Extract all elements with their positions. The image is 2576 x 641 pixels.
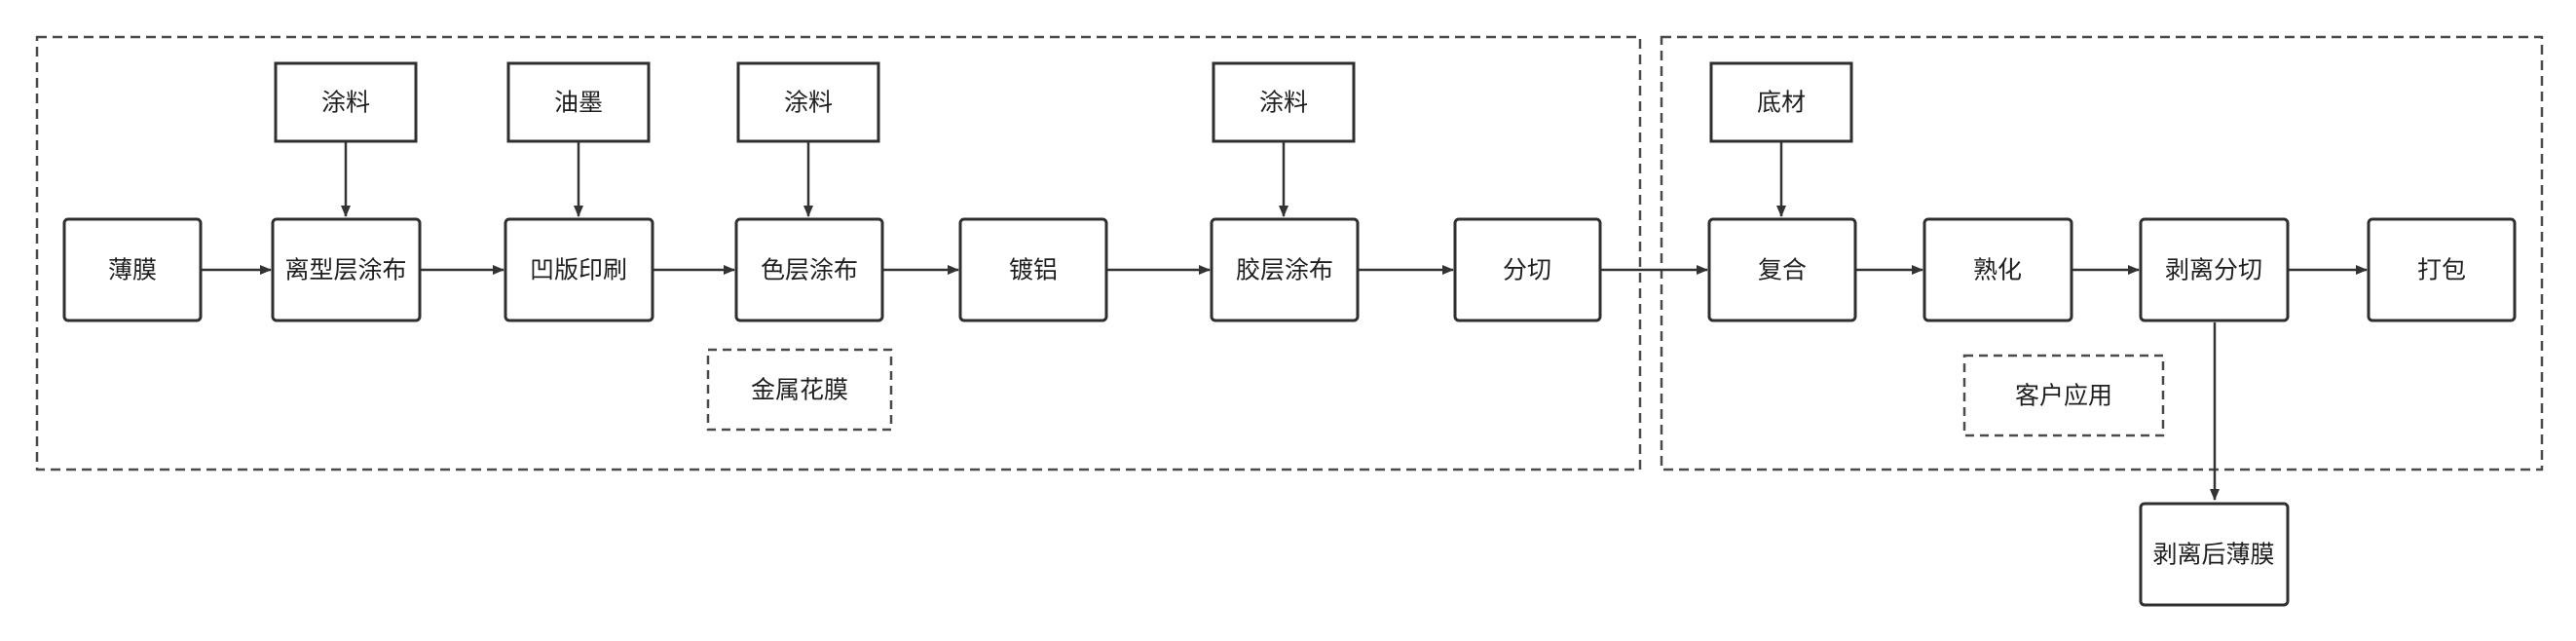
process-node-peeled-film: 剥离后薄膜 xyxy=(2139,502,2290,607)
process-node-slitting: 分切 xyxy=(1453,217,1602,322)
material-node-coating-2: 涂料 xyxy=(736,61,880,143)
svg-text:客户应用: 客户应用 xyxy=(2015,382,2112,410)
svg-text:金属花膜: 金属花膜 xyxy=(751,376,848,404)
svg-text:胶层涂布: 胶层涂布 xyxy=(1236,256,1333,284)
process-node-adhesive-coating: 胶层涂布 xyxy=(1210,217,1360,322)
svg-text:涂料: 涂料 xyxy=(321,89,370,117)
svg-text:剥离后薄膜: 剥离后薄膜 xyxy=(2152,541,2274,569)
svg-text:复合: 复合 xyxy=(1758,256,1807,284)
svg-text:镀铝: 镀铝 xyxy=(1009,256,1058,284)
svg-text:色层涂布: 色层涂布 xyxy=(761,256,858,284)
material-node-substrate: 底材 xyxy=(1709,61,1853,143)
process-node-gravure-printing: 凹版印刷 xyxy=(504,217,654,322)
material-node-ink: 油墨 xyxy=(506,61,651,143)
process-node-peel-slitting: 剥离分切 xyxy=(2139,217,2290,322)
svg-text:油墨: 油墨 xyxy=(554,89,603,117)
note-customer-application: 客户应用 xyxy=(1962,354,2165,437)
group-metal-flower-film xyxy=(35,35,1642,471)
svg-text:剥离分切: 剥离分切 xyxy=(2165,256,2262,284)
svg-text:离型层涂布: 离型层涂布 xyxy=(284,256,406,284)
svg-text:分切: 分切 xyxy=(1503,256,1551,284)
svg-text:薄膜: 薄膜 xyxy=(108,256,157,284)
svg-text:涂料: 涂料 xyxy=(784,89,833,117)
process-node-aluminizing: 镀铝 xyxy=(958,217,1108,322)
material-node-coating-3: 涂料 xyxy=(1212,61,1356,143)
note-metal-flower-film: 金属花膜 xyxy=(706,348,893,432)
svg-text:涂料: 涂料 xyxy=(1259,89,1308,117)
material-node-coating-1: 涂料 xyxy=(274,61,418,143)
group-customer-application xyxy=(1660,35,2544,471)
svg-text:凹版印刷: 凹版印刷 xyxy=(530,256,627,284)
process-node-packing: 打包 xyxy=(2367,217,2517,322)
process-node-film: 薄膜 xyxy=(62,217,203,322)
process-node-release-coating: 离型层涂布 xyxy=(271,217,422,322)
svg-text:打包: 打包 xyxy=(2417,256,2466,284)
svg-text:底材: 底材 xyxy=(1757,89,1806,117)
process-node-color-coating: 色层涂布 xyxy=(734,217,884,322)
process-node-lamination: 复合 xyxy=(1707,217,1857,322)
process-node-curing: 熟化 xyxy=(1923,217,2073,322)
svg-text:熟化: 熟化 xyxy=(1973,256,2022,284)
